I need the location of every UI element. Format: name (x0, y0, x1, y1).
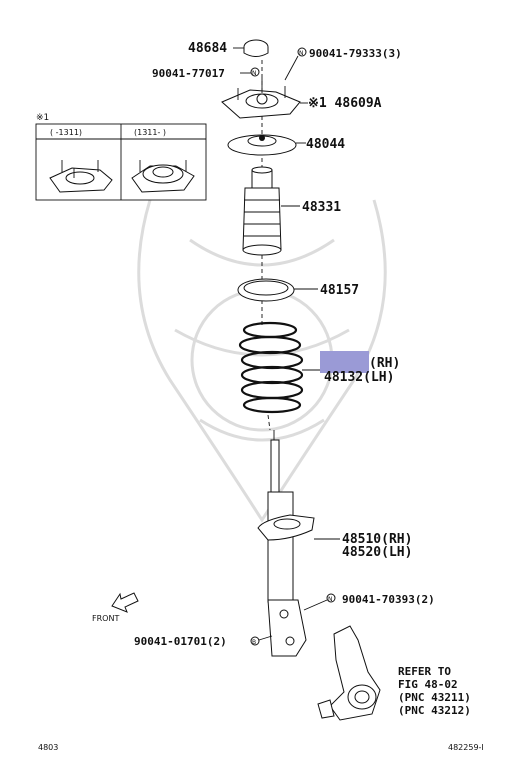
footer-left-code: 4803 (38, 743, 58, 752)
label-48044[interactable]: 48044 (306, 137, 345, 152)
label-48510-rh[interactable]: 48510(RH) (342, 532, 412, 547)
label-48157[interactable]: 48157 (320, 283, 359, 298)
bolt-b-mark: B (252, 639, 256, 646)
front-arrow-icon (111, 592, 139, 613)
label-90041-70393[interactable]: 90041-70393(2) (342, 593, 435, 606)
bolt-icon[interactable] (250, 636, 260, 646)
part-48609A-mount[interactable] (221, 78, 301, 119)
label-90041-01701[interactable]: 90041-01701(2) (134, 635, 227, 648)
part-coil-spring[interactable] (238, 321, 304, 414)
part-48157-insulator[interactable] (237, 278, 295, 302)
label-48609A[interactable]: ※1 48609A (308, 96, 382, 111)
nut-n-mark: N (328, 596, 333, 603)
nut-n-mark: N (252, 70, 257, 77)
label-90041-79333[interactable]: 90041-79333(3) (309, 47, 402, 60)
part-48044-seat[interactable] (227, 134, 297, 156)
part-shock-absorber[interactable] (257, 430, 315, 657)
refer-line-2[interactable]: FIG 48-02 (398, 678, 458, 691)
part-steering-knuckle[interactable] (317, 625, 381, 721)
label-48684[interactable]: 48684 (188, 41, 227, 56)
highlight-rh-part[interactable] (320, 351, 369, 373)
label-90041-77017[interactable]: 90041-77017 (152, 67, 225, 80)
inset-mount-variant-2[interactable] (131, 160, 195, 193)
axis-line (267, 414, 271, 431)
label-48331[interactable]: 48331 (302, 200, 341, 215)
front-label: FRONT (92, 614, 119, 623)
refer-line-1: REFER TO (398, 665, 451, 678)
footer-right-code: 482259-I (448, 743, 484, 752)
refer-line-4: (PNC 43212) (398, 704, 471, 717)
nut-n-mark: N (299, 50, 304, 57)
inset-mark: ※1 (36, 113, 49, 123)
part-48684-cap[interactable] (243, 39, 269, 57)
inset-col1-header: ( -1311) (50, 128, 82, 137)
label-48131-rh[interactable]: (RH) (369, 356, 400, 371)
inset-col2-header: (1311- ) (134, 128, 166, 137)
part-48331-bump-stop[interactable] (242, 166, 282, 256)
inset-mount-variant-1[interactable] (49, 160, 113, 193)
nut-icon[interactable] (297, 47, 307, 57)
refer-line-3: (PNC 43211) (398, 691, 471, 704)
variant-inset-table: ※1 ( -1311) (1311- ) (35, 113, 207, 201)
nut-icon[interactable] (250, 67, 260, 77)
label-48132-lh[interactable]: 48132(LH) (324, 370, 394, 385)
label-48520-lh[interactable]: 48520(LH) (342, 545, 412, 560)
nut-icon[interactable] (326, 593, 336, 603)
